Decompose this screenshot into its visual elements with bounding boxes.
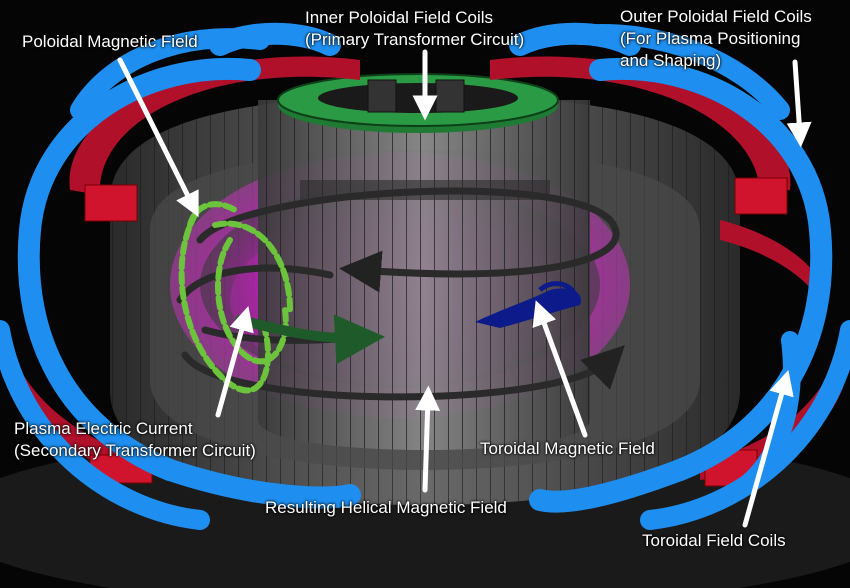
label-text: Toroidal Field Coils [642, 531, 786, 550]
label-text-line2: (For Plasma Positioning [620, 29, 801, 48]
label-helical-magnetic-field: Resulting Helical Magnetic Field [265, 497, 507, 519]
label-text-line1: Outer Poloidal Field Coils [620, 7, 812, 26]
pointer-arrows [117, 49, 812, 528]
label-toroidal-field-coils: Toroidal Field Coils [642, 530, 786, 552]
label-text: Toroidal Magnetic Field [480, 439, 655, 458]
label-inner-poloidal-coils: Inner Poloidal Field Coils (Primary Tran… [305, 7, 524, 51]
label-text-line1: Plasma Electric Current [14, 419, 193, 438]
label-toroidal-magnetic-field: Toroidal Magnetic Field [480, 438, 655, 460]
label-outer-poloidal-coils: Outer Poloidal Field Coils (For Plasma P… [620, 6, 812, 72]
inner-poloidal-coil [277, 73, 559, 133]
label-text: Resulting Helical Magnetic Field [265, 498, 507, 517]
label-text-line2: (Secondary Transformer Circuit) [14, 441, 256, 460]
label-text-line3: and Shaping) [620, 51, 722, 70]
label-text: Poloidal Magnetic Field [22, 32, 198, 51]
toroidal-field-coils [0, 22, 850, 530]
toroidal-field-marker [475, 281, 581, 328]
label-text-line1: Inner Poloidal Field Coils [305, 8, 494, 27]
label-text-line2: (Primary Transformer Circuit) [305, 30, 525, 49]
label-poloidal-magnetic-field: Poloidal Magnetic Field [22, 31, 198, 53]
poloidal-field-loops [178, 201, 293, 394]
label-plasma-electric-current: Plasma Electric Current (Secondary Trans… [14, 418, 256, 462]
